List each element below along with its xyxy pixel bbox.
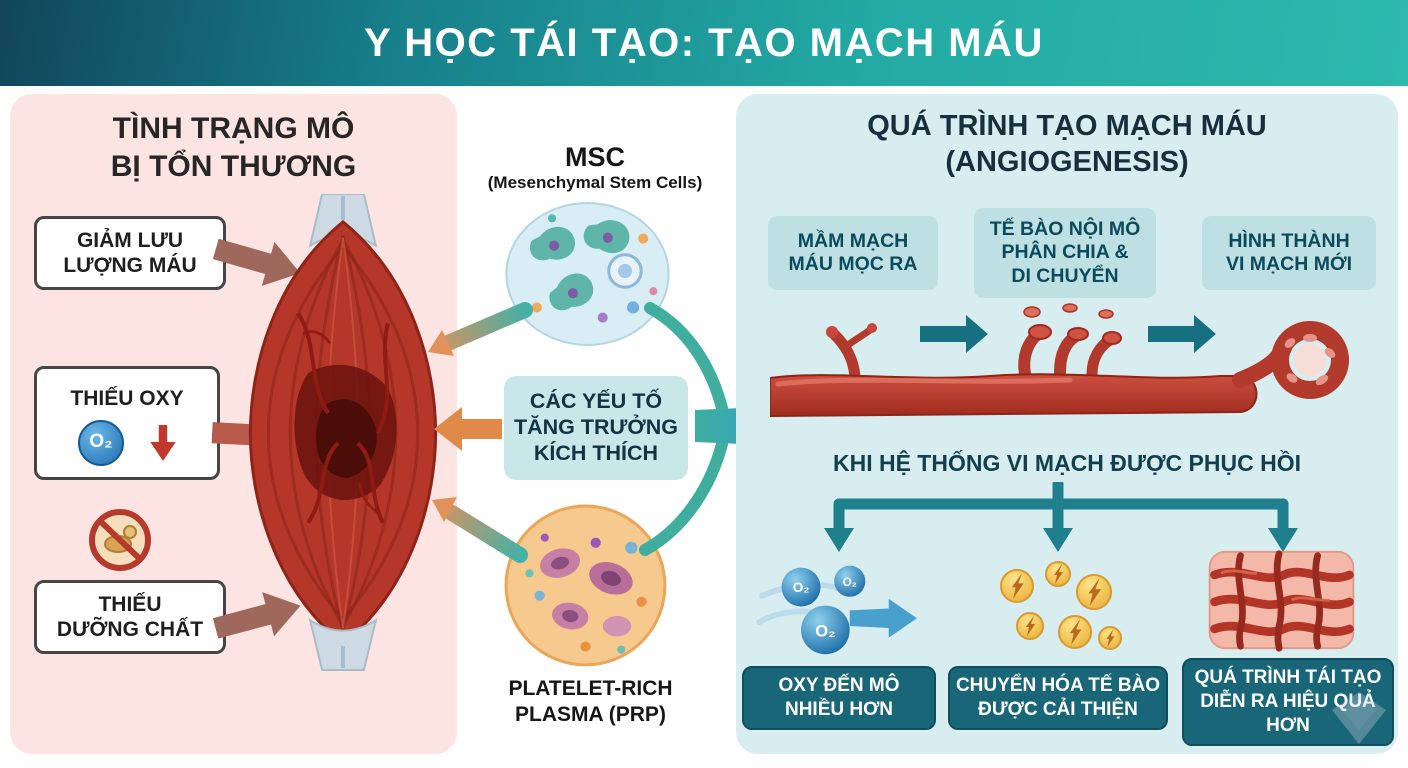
step-sprouting: MẦM MẠCH MÁU MỌC RA [768, 216, 938, 290]
step-new-microvessel-text: HÌNH THÀNH VI MẠCH MỚI [1225, 229, 1353, 275]
step-endothelial-text: TẾ BÀO NỘI MÔ PHÂN CHIA & DI CHUYỂN [989, 217, 1141, 287]
msc-heading: MSC (Mesenchymal Stem Cells) [450, 142, 740, 193]
bolt-icon [1106, 629, 1115, 647]
vessel-sprouting-illustration [770, 303, 1349, 418]
oxygen-indicator: O₂ [78, 419, 176, 466]
outcome-more-oxygen: OXY ĐẾN MÔ NHIỀU HƠN [742, 666, 936, 730]
outcome-more-oxygen-text: OXY ĐẾN MÔ NHIỀU HƠN [778, 675, 900, 720]
page-title: Y HỌC TÁI TẠO: TẠO MẠCH MÁU [364, 20, 1044, 65]
label-reduced-blood-flow: GIẢM LƯU LƯỢNG MÁU [34, 216, 226, 290]
branch-connector-arrows [824, 482, 1298, 552]
angiogenesis-panel: QUÁ TRÌNH TẠO MẠCH MÁU (ANGIOGENESIS) MẦ… [736, 94, 1398, 754]
oxygen-deficiency-text: THIẾU OXY [70, 387, 184, 411]
o2-bubble-label: O₂ [843, 576, 857, 589]
msc-cells-illustration [505, 202, 670, 346]
outcome-metabolism-text: CHUYỂN HÓA TẾ BÀO ĐƯỢC CẢI THIỆN [955, 675, 1161, 720]
damaged-tissue-panel: TÌNH TRẠNG MÔ BỊ TỔN THƯƠNG GIẢM LƯU LƯỢ… [10, 94, 457, 754]
reduced-blood-flow-text: GIẢM LƯU LƯỢNG MÁU [63, 228, 197, 277]
step-new-microvessel: HÌNH THÀNH VI MẠCH MỚI [1202, 216, 1376, 290]
restored-system-label: KHI HỆ THỐNG VI MẠCH ĐƯỢC PHỤC HỒI [832, 450, 1302, 476]
growth-factors-box: CÁC YẾU TỐ TĂNG TRƯỞNG KÍCH THÍCH [504, 376, 688, 480]
damaged-muscle-illustration [248, 194, 438, 672]
label-oxygen-deficiency: THIẾU OXY O₂ [34, 366, 220, 480]
decrease-arrow-icon [150, 424, 176, 461]
bolt-icon [1011, 573, 1024, 599]
cell-metabolism-illustration [1000, 561, 1122, 650]
bolt-icon [1025, 615, 1036, 637]
left-panel-title: TÌNH TRẠNG MÔ BỊ TỔN THƯƠNG [110, 112, 357, 183]
no-nutrients-icon [89, 509, 151, 571]
watermark-logo [1332, 692, 1386, 744]
o2-label: O₂ [89, 431, 113, 453]
prp-label: PLATELET-RICH PLASMA (PRP) [508, 677, 673, 727]
bolt-icon [1069, 619, 1082, 645]
cause-arrow-icon [212, 592, 301, 639]
step-endothelial: TẾ BÀO NỘI MÔ PHÂN CHIA & DI CHUYỂN [974, 208, 1156, 298]
growth-factors-text: CÁC YẾU TỐ TĂNG TRƯỞNG KÍCH THÍCH [514, 389, 678, 465]
o2-bubble-label: O₂ [793, 580, 810, 595]
title-banner: Y HỌC TÁI TẠO: TẠO MẠCH MÁU [0, 0, 1408, 86]
outcome-regeneration-text: QUÁ TRÌNH TÁI TẠO DIỄN RA HIỆU QUẢ HƠN [1194, 667, 1382, 736]
msc-title: MSC [565, 142, 625, 172]
outcome-regeneration: QUÁ TRÌNH TÁI TẠO DIỄN RA HIỆU QUẢ HƠN [1182, 658, 1394, 746]
nutrient-deficiency-text: THIẾU DƯỠNG CHẤT [56, 592, 204, 641]
bolt-icon [1054, 564, 1063, 584]
bolt-icon [1088, 578, 1101, 606]
regenerated-tissue-illustration [1208, 550, 1355, 652]
outcome-metabolism: CHUYỂN HÓA TẾ BÀO ĐƯỢC CẢI THIỆN [948, 666, 1168, 730]
o2-bubble-label: O₂ [815, 622, 835, 641]
o2-molecule-icon: O₂ [78, 419, 124, 466]
cause-arrow-icon [212, 238, 301, 286]
msc-subtitle: (Mesenchymal Stem Cells) [487, 173, 703, 192]
right-panel-title: QUÁ TRÌNH TẠO MẠCH MÁU (ANGIOGENESIS) [867, 110, 1267, 179]
prp-illustration [504, 504, 667, 667]
oxygen-flow-illustration: O₂ O₂ O₂ [756, 565, 917, 655]
label-nutrient-deficiency: THIẾU DƯỠNG CHẤT [34, 580, 226, 654]
step-sprouting-text: MẦM MẠCH MÁU MỌC RA [788, 229, 918, 275]
